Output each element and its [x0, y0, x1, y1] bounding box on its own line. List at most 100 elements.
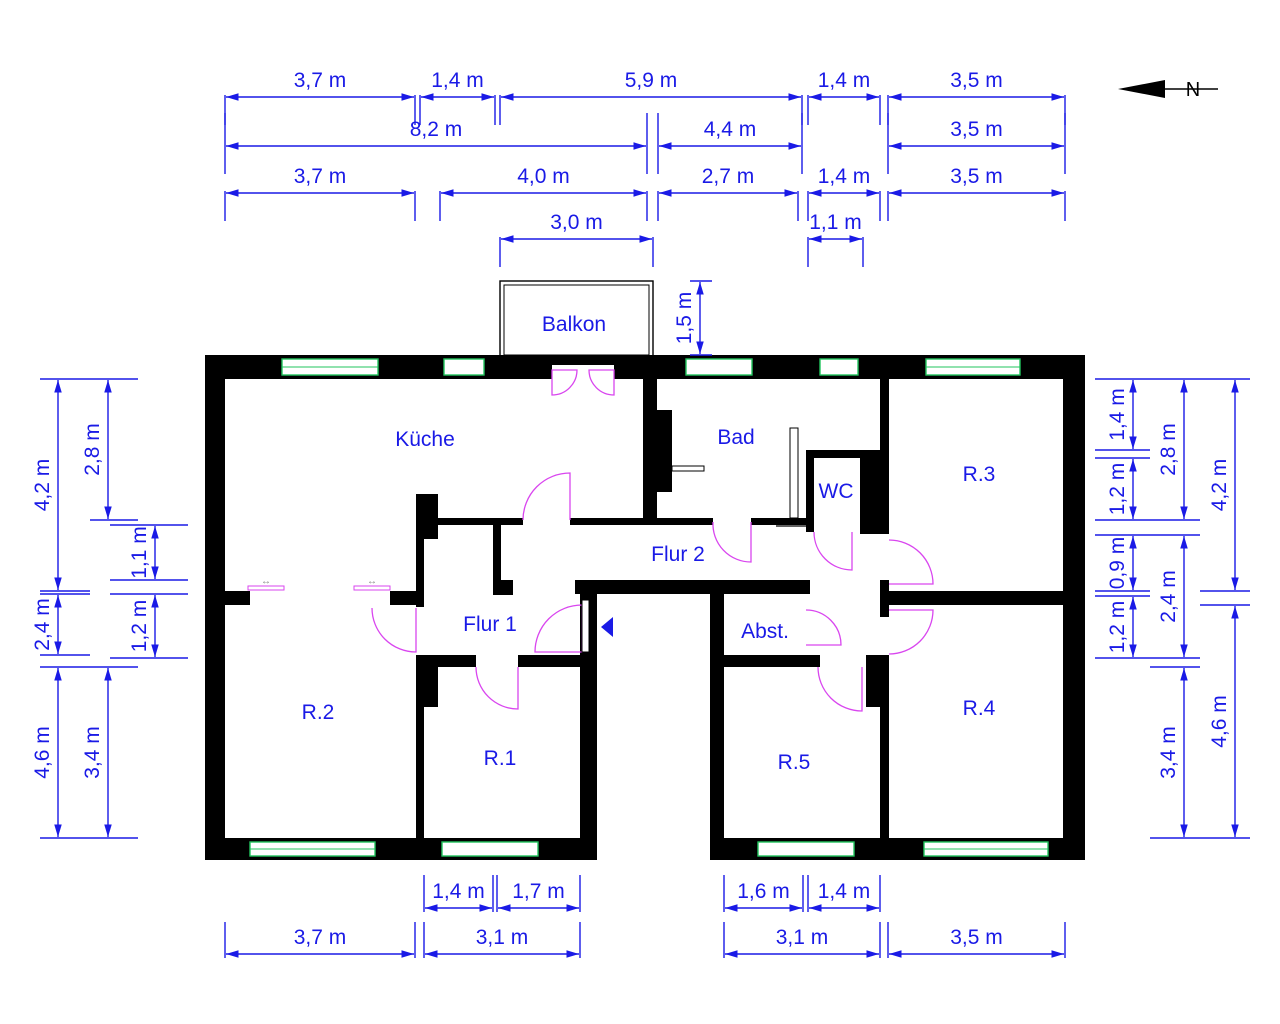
svg-text:↔: ↔ — [367, 576, 377, 587]
balkon — [499, 280, 654, 357]
room-wc-label: WC — [819, 480, 854, 503]
dim-left-inner-2: 1,2 m — [110, 593, 188, 659]
dim-bot2-0: 3,7 m — [224, 922, 416, 958]
dim-bot2-1: 3,1 m — [423, 922, 581, 958]
room-r4-label: R.4 — [963, 697, 996, 720]
dim-top2-2-label: 3,5 m — [950, 118, 1003, 141]
dim-top2-0-label: 8,2 m — [410, 118, 463, 141]
svg-text:3,7 m: 3,7 m — [294, 926, 347, 949]
dim-bot1-1: 1,7 m — [496, 875, 581, 912]
dim-right-mid-0: 2,8 m — [1150, 378, 1200, 521]
svg-text:↔: ↔ — [261, 576, 271, 587]
svg-text:3,1 m: 3,1 m — [476, 926, 529, 949]
svg-text:1,4 m: 1,4 m — [432, 880, 485, 903]
room-flur1-label: Flur 1 — [463, 613, 517, 636]
dim-right-inner-0-label: 1,4 m — [1106, 388, 1129, 441]
dim-bot1-0: 1,4 m — [423, 875, 494, 912]
dim-left-inner-1-label: 1,1 m — [128, 526, 151, 579]
dimensions-vertical: 1,5 m 4,2 m 2,4 m 4,6 m 2,8 m 1,1 m 1,2 m 3,4 m… — [31, 280, 1250, 839]
dim-top3-2-label: 2,7 m — [702, 165, 755, 188]
dim-left-outer-0: 4,2 m — [31, 378, 90, 592]
dim-top1-0: 3,7 m — [224, 69, 416, 125]
svg-text:1,4 m: 1,4 m — [818, 880, 871, 903]
dim-top2-2: 3,5 m — [887, 113, 1066, 174]
dim-top3-3-label: 1,4 m — [818, 165, 871, 188]
dim-left-outer-1-label: 2,4 m — [31, 598, 54, 651]
svg-text:1,6 m: 1,6 m — [737, 880, 790, 903]
room-bad-label: Bad — [717, 426, 754, 449]
dim-right-outer-1-label: 4,6 m — [1208, 695, 1231, 748]
dim-left-inner-0-label: 2,8 m — [81, 423, 104, 476]
dim-right-outer-0: 4,2 m — [1200, 378, 1250, 592]
dim-right-mid-1: 2,4 m — [1150, 534, 1200, 659]
dim-top4-1: 1,1 m — [807, 211, 864, 267]
dim-bot1-2: 1,6 m — [723, 875, 804, 912]
dim-top1-2: 5,9 m — [499, 69, 803, 125]
dim-right-inner-2: 0,9 m — [1095, 534, 1150, 592]
room-balkon-label: Balkon — [542, 313, 606, 336]
dim-balkon-depth-label: 1,5 m — [673, 292, 696, 345]
dim-top3-4: 3,5 m — [887, 165, 1066, 221]
dim-right-inner-1-label: 1,2 m — [1106, 463, 1129, 516]
dim-top3-1-label: 4,0 m — [517, 165, 570, 188]
dim-bot2-2: 3,1 m — [723, 922, 881, 958]
dim-top3-2: 2,7 m — [657, 165, 799, 221]
svg-text:3,1 m: 3,1 m — [776, 926, 829, 949]
dim-top1-3-label: 1,4 m — [818, 69, 871, 92]
dim-top3-0-label: 3,7 m — [294, 165, 347, 188]
dim-top1-1: 1,4 m — [419, 69, 496, 125]
dim-bot1-3: 1,4 m — [807, 875, 881, 912]
dim-top2-1: 4,4 m — [657, 113, 803, 174]
dim-right-inner-1: 1,2 m — [1095, 457, 1150, 521]
dim-left-inner-1: 1,1 m — [110, 524, 188, 581]
dim-bot2-3: 3,5 m — [887, 922, 1066, 958]
dim-left-outer-2: 4,6 m — [31, 666, 90, 839]
dim-top3-1: 4,0 m — [439, 165, 648, 221]
dim-right-mid-0-label: 2,8 m — [1157, 423, 1180, 476]
dim-left-inner-0: 2,8 m — [81, 378, 138, 521]
north-label: N — [1186, 79, 1200, 101]
room-r5-label: R.5 — [778, 751, 811, 774]
dim-top1-2-label: 5,9 m — [625, 69, 678, 92]
dim-left-inner-3: 3,4 m — [81, 666, 138, 839]
dim-top2-0: 8,2 m — [224, 113, 648, 174]
dim-right-inner-3-label: 1,2 m — [1106, 601, 1129, 654]
dim-top1-1-label: 1,4 m — [431, 69, 484, 92]
dim-top1-3: 1,4 m — [807, 69, 881, 125]
walls — [205, 355, 1085, 860]
dim-balkon-depth: 1,5 m — [673, 280, 712, 356]
dim-right-inner-2-label: 0,9 m — [1106, 537, 1129, 590]
room-r1-label: R.1 — [484, 747, 517, 770]
room-flur2-label: Flur 2 — [651, 543, 705, 566]
dimensions-horizontal: 3,7 m 1,4 m 5,9 m 1,4 m 3,5 m 8,2 m 4,4 m 3,5 m… — [224, 69, 1066, 958]
room-kueche-label: Küche — [395, 428, 455, 451]
dim-right-inner-0: 1,4 m — [1095, 378, 1150, 451]
doors: ↔ ↔ — [247, 365, 934, 712]
dim-right-mid-2: 3,4 m — [1150, 666, 1200, 839]
room-r2-label: R.2 — [302, 701, 335, 724]
dim-top3-3: 1,4 m — [807, 165, 881, 221]
svg-text:3,5 m: 3,5 m — [950, 926, 1003, 949]
north-arrow-icon: N — [1118, 79, 1218, 101]
dim-top4-0: 3,0 m — [499, 211, 654, 267]
dim-top2-1-label: 4,4 m — [704, 118, 757, 141]
dim-right-mid-2-label: 3,4 m — [1157, 726, 1180, 779]
dim-top4-0-label: 3,0 m — [550, 211, 603, 234]
dim-top3-4-label: 3,5 m — [950, 165, 1003, 188]
dim-left-outer-2-label: 4,6 m — [31, 726, 54, 779]
dim-right-mid-1-label: 2,4 m — [1157, 570, 1180, 623]
dim-top1-4: 3,5 m — [887, 69, 1066, 125]
room-abst-label: Abst. — [741, 620, 789, 643]
windows — [249, 358, 1049, 857]
dim-left-outer-1: 2,4 m — [31, 593, 90, 656]
dim-top1-4-label: 3,5 m — [950, 69, 1003, 92]
dim-left-inner-2-label: 1,2 m — [128, 600, 151, 653]
dim-top4-1-label: 1,1 m — [809, 211, 862, 234]
dim-right-outer-0-label: 4,2 m — [1208, 459, 1231, 512]
room-r3-label: R.3 — [963, 463, 996, 486]
dim-left-outer-0-label: 4,2 m — [31, 459, 54, 512]
dim-top1-0-label: 3,7 m — [294, 69, 347, 92]
dim-right-inner-3: 1,2 m — [1095, 595, 1150, 659]
svg-text:1,7 m: 1,7 m — [512, 880, 565, 903]
